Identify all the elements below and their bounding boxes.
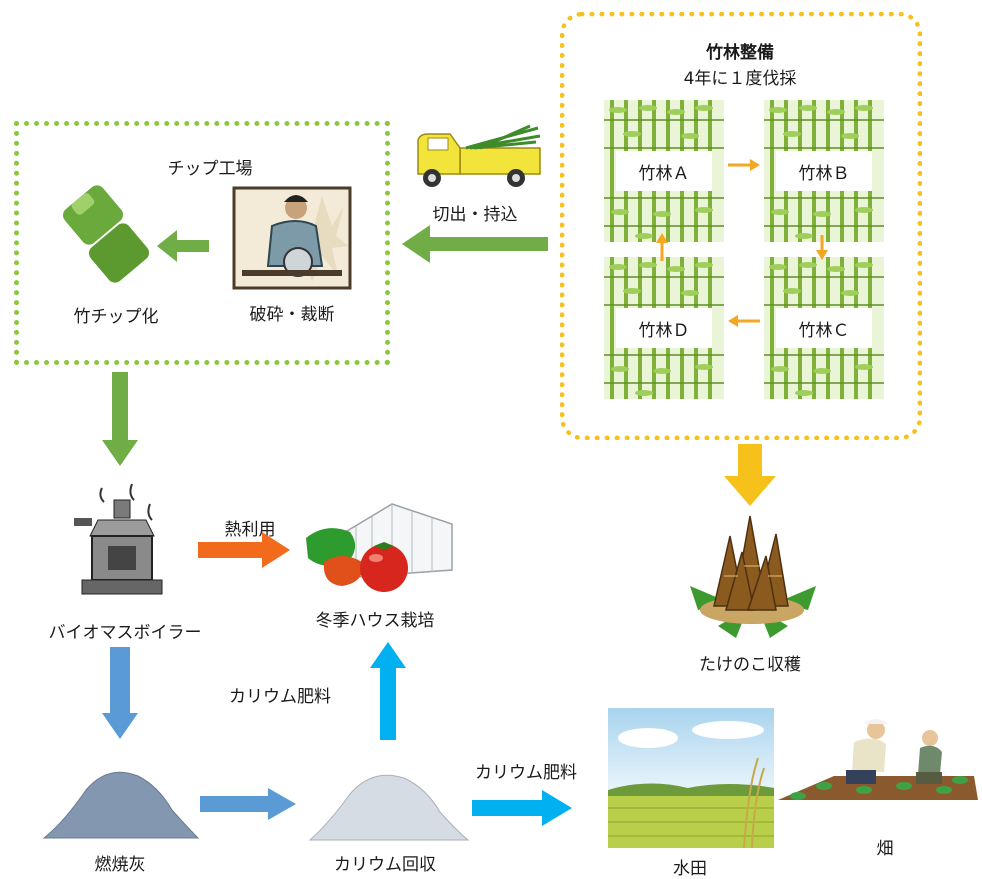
arrow-to-recovery [200,788,296,820]
grove-b: 竹林Ｂ [764,100,884,242]
arrow-fertilizer-up [370,642,406,740]
grove-a: 竹林Ａ [604,100,724,242]
worker-cutting-icon [232,186,352,290]
potassium-pile-icon [308,774,470,841]
harvest-label: たけのこ収穫 [699,655,801,675]
grove-section-subtitle: 4年に１度伐採 [683,69,797,89]
transport-label: 切出・持込 [432,205,518,225]
paddy-field-icon [608,708,774,848]
potassium-fertilizer-label-2: カリウム肥料 [475,763,577,783]
greenhouse-vegetables-icon [306,503,453,592]
bamboo-shoots-icon [690,515,816,638]
ash-pile-icon [42,771,200,839]
crush-label: 破砕・裁断 [249,305,335,325]
field-farmers-icon [778,719,978,800]
chip-factory-title: チップ工場 [167,159,253,179]
grove-c-label: 竹林Ｃ [776,308,872,348]
grove-a-label: 竹林Ａ [616,151,712,191]
grove-d: 竹林Ｄ [604,257,724,399]
rotation-arrows [656,159,828,327]
biomass-boiler-icon [74,483,163,595]
boiler-label: バイオマスボイラー [48,623,202,643]
arrow-a-to-b [750,159,760,171]
ash-label: 燃焼灰 [94,855,146,875]
bamboo-grove-box [560,12,922,440]
chip-factory-box [14,121,390,365]
arrow-transport [402,225,548,263]
arrow-c-to-d [728,315,738,327]
arrow-to-harvest [724,444,776,506]
grove-d-label: 竹林Ｄ [616,308,712,348]
grove-c: 竹林Ｃ [764,257,884,399]
arrow-to-boiler [102,372,138,466]
arrow-to-chips [157,230,209,262]
arrow-to-paddy [472,790,572,826]
potassium-fertilizer-label-1: カリウム肥料 [229,687,331,707]
paddy-label: 水田 [673,859,707,879]
arrow-heat [198,532,290,568]
chip-label: 竹チップ化 [73,307,159,327]
arrow-b-to-c [816,250,828,260]
truck-icon [417,124,541,187]
greenhouse-label: 冬季ハウス栽培 [315,611,435,631]
field-label: 畑 [876,839,894,859]
arrow-d-to-a [656,233,668,243]
grove-b-label: 竹林Ｂ [776,151,872,191]
arrow-to-ash [102,647,138,739]
grove-section-title: 竹林整備 [706,43,774,63]
bamboo-chip-icon [62,185,150,283]
potassium-recovery-label: カリウム回収 [334,855,436,875]
